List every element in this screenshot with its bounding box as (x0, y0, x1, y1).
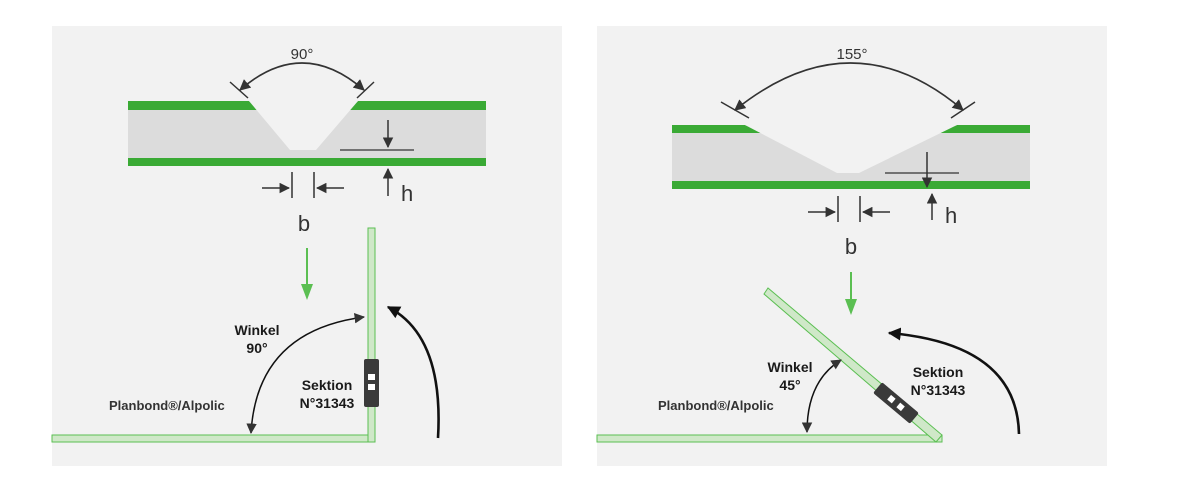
sektion-number: N°31343 (300, 395, 355, 411)
angle-label: 155° (836, 46, 867, 63)
material-label: Planbond®/Alpolic (109, 398, 225, 413)
winkel-arc (246, 313, 366, 435)
sektion-label: Sektion (302, 377, 353, 393)
angle-label: 90° (291, 46, 314, 63)
winkel-label: Winkel (768, 359, 813, 375)
h-dimension (340, 120, 414, 196)
b-dimension (262, 172, 344, 198)
rotation-arrow-icon (887, 327, 1021, 435)
rotation-arrow-icon (386, 305, 440, 439)
diagram-90-svg: 90° h b (51, 46, 486, 443)
folded-sheet (51, 227, 376, 443)
green-arrow-down-icon (845, 272, 857, 315)
sektion-label: Sektion (913, 364, 964, 380)
composite-panel-cross-section (128, 101, 486, 166)
diagram-155-svg: 155° h b (596, 46, 1030, 443)
winkel-value: 45° (779, 377, 800, 393)
diagram-panel-155: 155° h b (596, 26, 1107, 466)
green-arrow-down-icon (301, 248, 313, 300)
sektion-number: N°31343 (911, 382, 966, 398)
b-label: b (845, 234, 857, 259)
material-label: Planbond®/Alpolic (658, 398, 774, 413)
diagram-panel-90: 90° h b (51, 26, 562, 466)
b-label: b (298, 211, 310, 236)
section-profile-icon (364, 359, 379, 407)
composite-panel-cross-section (672, 125, 1030, 189)
b-dimension (808, 196, 890, 222)
angle-dimension-90 (229, 62, 375, 99)
h-label: h (401, 181, 413, 206)
winkel-arc (801, 359, 842, 434)
winkel-value: 90° (246, 340, 267, 356)
h-label: h (945, 203, 957, 228)
h-dimension (885, 152, 959, 220)
winkel-label: Winkel (235, 322, 280, 338)
section-profile-icon (873, 383, 919, 423)
angle-dimension-155 (720, 62, 976, 119)
